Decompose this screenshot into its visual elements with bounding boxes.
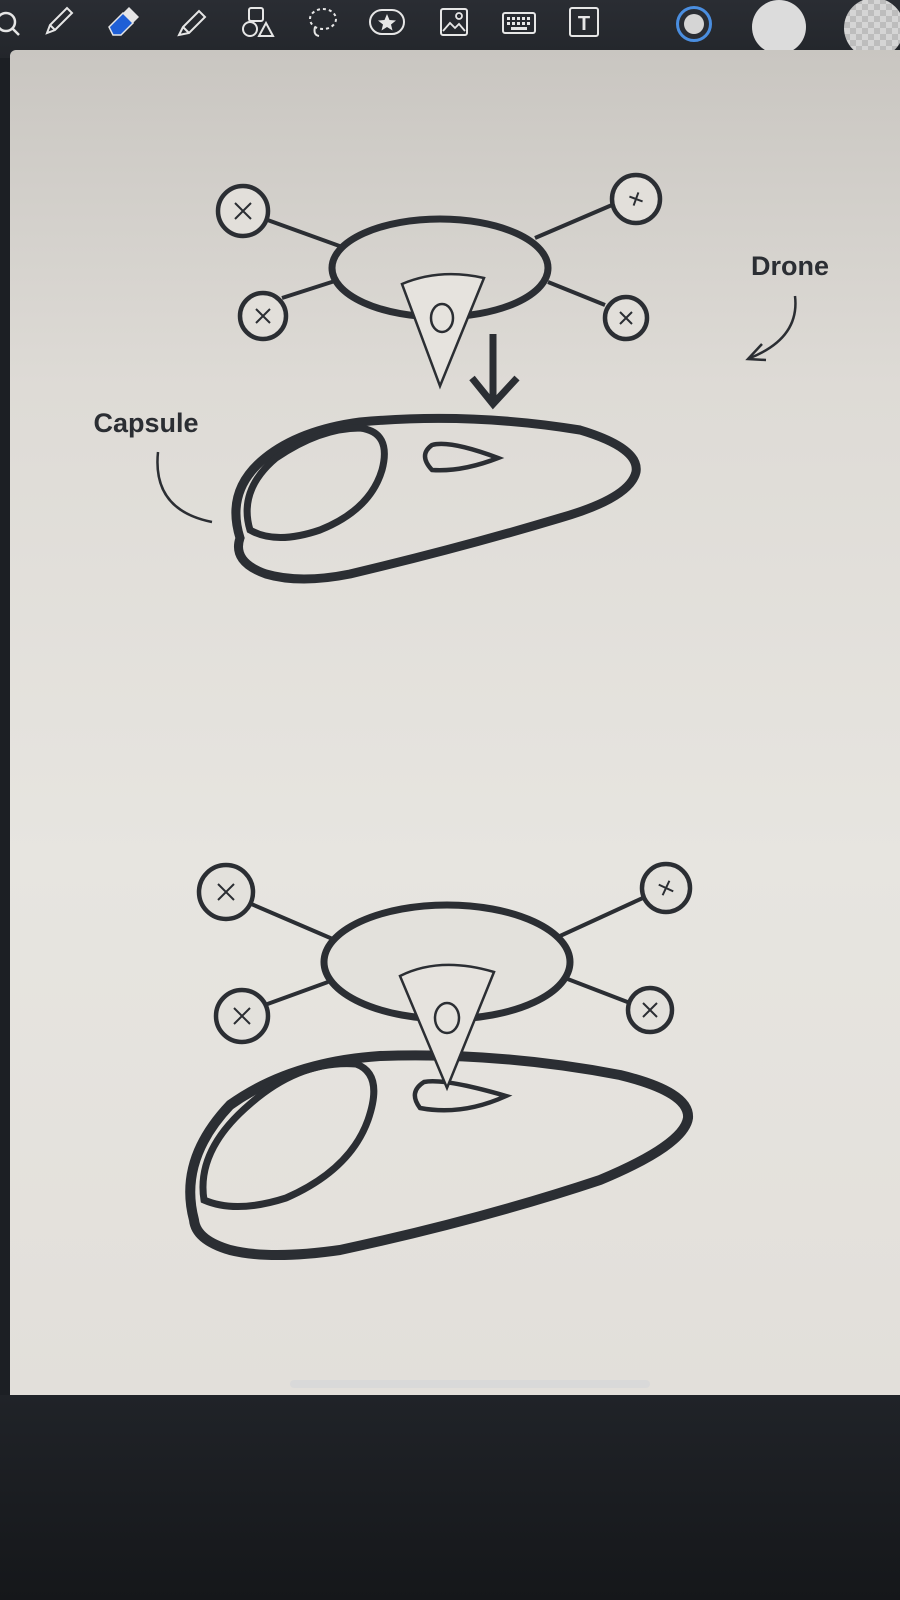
drone-pointer-arrow [749,295,797,360]
eraser-icon[interactable] [102,2,142,42]
capsule-sketch-top [231,413,641,584]
capsule-pointer-line [156,451,213,524]
lasso-icon[interactable] [302,2,342,42]
image-icon[interactable] [434,2,474,42]
drawing-toolbar: T [0,0,900,58]
color-swatch-selected[interactable] [676,6,712,42]
text-box-icon[interactable]: T [564,2,604,42]
capsule-label: Capsule [93,408,198,438]
drone-sketch-bottom [196,861,693,1092]
drone-pointer-arrowhead [745,343,767,362]
pencil-icon[interactable] [38,2,78,42]
drone-label: Drone [751,251,829,281]
keyboard-icon[interactable] [498,2,538,42]
home-indicator[interactable] [290,1380,650,1388]
svg-text:T: T [578,13,590,35]
sticker-icon[interactable] [366,2,406,42]
highlighter-icon[interactable] [170,2,210,42]
shapes-icon[interactable] [236,2,276,42]
capsule-sketch-bottom [185,1050,693,1260]
selection-icon[interactable] [0,2,26,42]
color-swatch-transparent[interactable] [844,0,900,58]
drawing-canvas[interactable]: Drone Capsule [10,50,900,1395]
drone-sketch-top [215,172,663,410]
device-bottom-bezel [0,1395,900,1600]
color-swatch-white[interactable] [752,0,806,54]
